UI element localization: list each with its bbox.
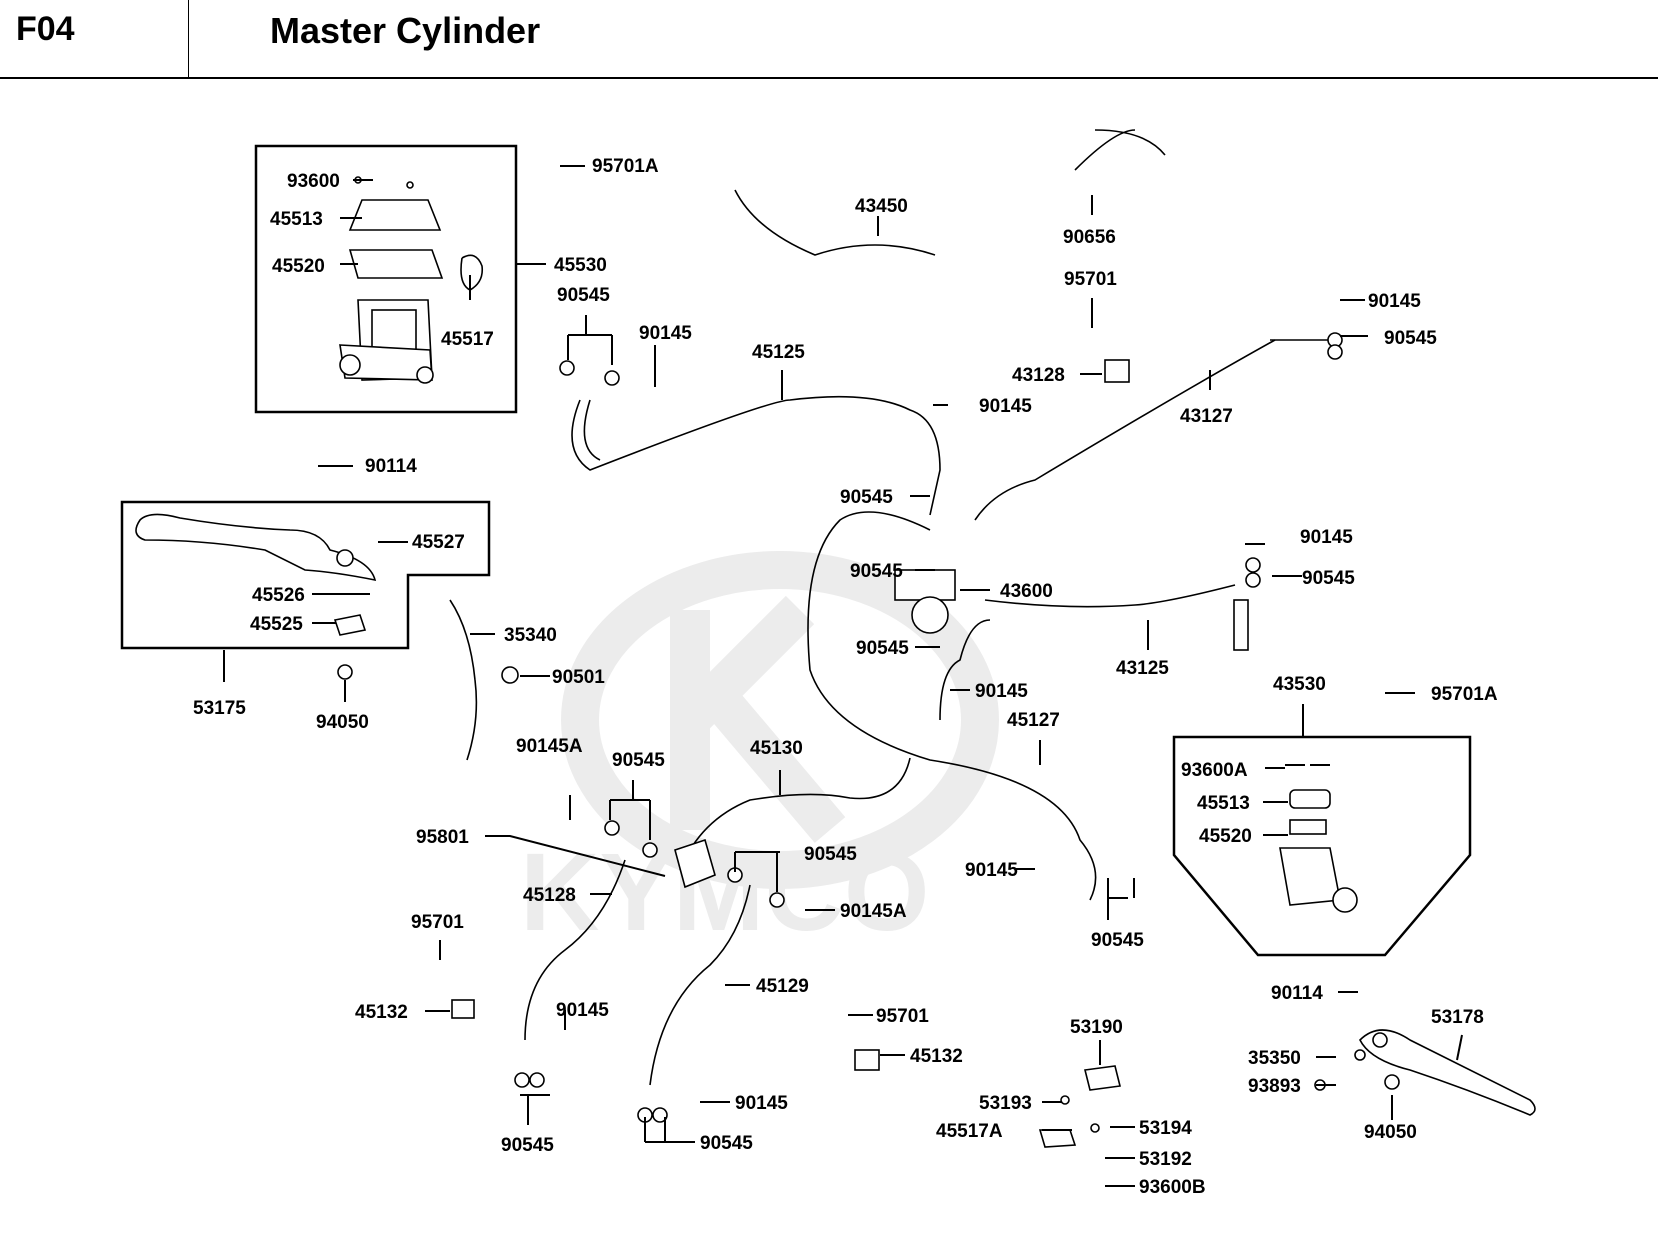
part-label: 45513 bbox=[270, 209, 323, 230]
part-label: 90145 bbox=[1300, 527, 1353, 548]
part-label: 53194 bbox=[1139, 1118, 1192, 1139]
part-label: 90145A bbox=[840, 901, 907, 922]
part-label: 43127 bbox=[1180, 406, 1233, 427]
part-label: 90145 bbox=[979, 396, 1032, 417]
part-label: 43600 bbox=[1000, 581, 1053, 602]
part-label: 90145 bbox=[965, 860, 1018, 881]
part-label: 90545 bbox=[501, 1135, 554, 1156]
master-cylinder-right-icon bbox=[1279, 764, 1358, 913]
part-label: 90145 bbox=[556, 1000, 609, 1021]
part-label: 53178 bbox=[1431, 1007, 1484, 1028]
part-label: 43125 bbox=[1116, 658, 1169, 679]
part-label: 45517 bbox=[441, 329, 494, 350]
part-label: 43450 bbox=[855, 196, 908, 217]
part-label: 90545 bbox=[1302, 568, 1355, 589]
part-labels: 93600 45513 45520 45517 45530 95701A 905… bbox=[193, 156, 1498, 1198]
part-label: 95701 bbox=[1064, 269, 1117, 290]
part-label: 95701 bbox=[411, 912, 464, 933]
part-label: 95701A bbox=[592, 156, 659, 177]
part-label: 90145 bbox=[639, 323, 692, 344]
part-label: 45129 bbox=[756, 976, 809, 997]
master-cylinder-left-icon bbox=[339, 176, 484, 384]
part-label: 93600 bbox=[287, 171, 340, 192]
master-cylinder-assembly-box-right bbox=[1172, 735, 1472, 957]
part-label: 90114 bbox=[1271, 983, 1323, 1004]
part-label: 95801 bbox=[416, 827, 469, 848]
part-label: 90114 bbox=[365, 456, 417, 477]
part-label: 45520 bbox=[1199, 826, 1252, 847]
part-label: 93600B bbox=[1139, 1177, 1206, 1198]
section-code: F04 bbox=[16, 10, 75, 48]
master-cylinder-assembly-box-left bbox=[254, 144, 518, 414]
part-label: 90656 bbox=[1063, 227, 1116, 248]
part-label: 43128 bbox=[1012, 365, 1065, 386]
part-label: 45513 bbox=[1197, 793, 1250, 814]
part-label: 45527 bbox=[412, 532, 465, 553]
part-label: 90145 bbox=[735, 1093, 788, 1114]
part-label: 90545 bbox=[1091, 930, 1144, 951]
part-label: 90501 bbox=[552, 667, 605, 688]
part-label: 45517A bbox=[936, 1121, 1003, 1142]
watermark-logo: KYMCO bbox=[520, 551, 999, 954]
part-label: 90145 bbox=[1368, 291, 1421, 312]
brake-lever-right-icon bbox=[1359, 1029, 1536, 1116]
part-label: 35340 bbox=[504, 625, 557, 646]
part-label: 45127 bbox=[1007, 710, 1060, 731]
part-label: 90545 bbox=[557, 285, 610, 306]
part-label: 95701 bbox=[876, 1006, 929, 1027]
part-label: 90545 bbox=[856, 638, 909, 659]
page-title: Master Cylinder bbox=[270, 10, 541, 51]
part-label: 90145A bbox=[516, 736, 583, 757]
part-label: 90545 bbox=[840, 487, 893, 508]
part-label: 45526 bbox=[252, 585, 305, 606]
part-label: 94050 bbox=[316, 712, 369, 733]
part-label: 45530 bbox=[554, 255, 607, 276]
part-label: 90545 bbox=[612, 750, 665, 771]
part-label: 90145 bbox=[975, 681, 1028, 702]
part-label: 45130 bbox=[750, 738, 803, 759]
part-label: 93600A bbox=[1181, 760, 1248, 781]
leader-lines bbox=[223, 165, 1463, 1187]
part-label: 45128 bbox=[523, 885, 576, 906]
page-header: F04 Master Cylinder bbox=[0, 0, 1658, 79]
part-label: 35350 bbox=[1248, 1048, 1301, 1069]
watermark-text: KYMCO bbox=[520, 831, 929, 954]
hose-lines bbox=[449, 129, 1330, 1086]
header-divider bbox=[188, 0, 189, 79]
part-label: 53190 bbox=[1070, 1017, 1123, 1038]
part-label: 95701A bbox=[1431, 684, 1498, 705]
part-label: 53175 bbox=[193, 698, 246, 719]
part-label: 45132 bbox=[355, 1002, 408, 1023]
fittings bbox=[337, 332, 1400, 1148]
part-label: 45132 bbox=[910, 1046, 963, 1067]
brake-lever-left-icon bbox=[135, 513, 388, 636]
part-label: 53192 bbox=[1139, 1149, 1192, 1170]
lever-assembly-box-left bbox=[120, 500, 491, 650]
part-label: 93893 bbox=[1248, 1076, 1301, 1097]
part-label: 90545 bbox=[850, 561, 903, 582]
part-label: 90545 bbox=[1384, 328, 1437, 349]
part-label: 94050 bbox=[1364, 1122, 1417, 1143]
part-label: 45525 bbox=[250, 614, 303, 635]
part-label: 43530 bbox=[1273, 674, 1326, 695]
part-label: 90545 bbox=[804, 844, 857, 865]
part-label: 90545 bbox=[700, 1133, 753, 1154]
part-label: 45520 bbox=[272, 256, 325, 277]
part-label: 53193 bbox=[979, 1093, 1032, 1114]
part-label: 45125 bbox=[752, 342, 805, 363]
